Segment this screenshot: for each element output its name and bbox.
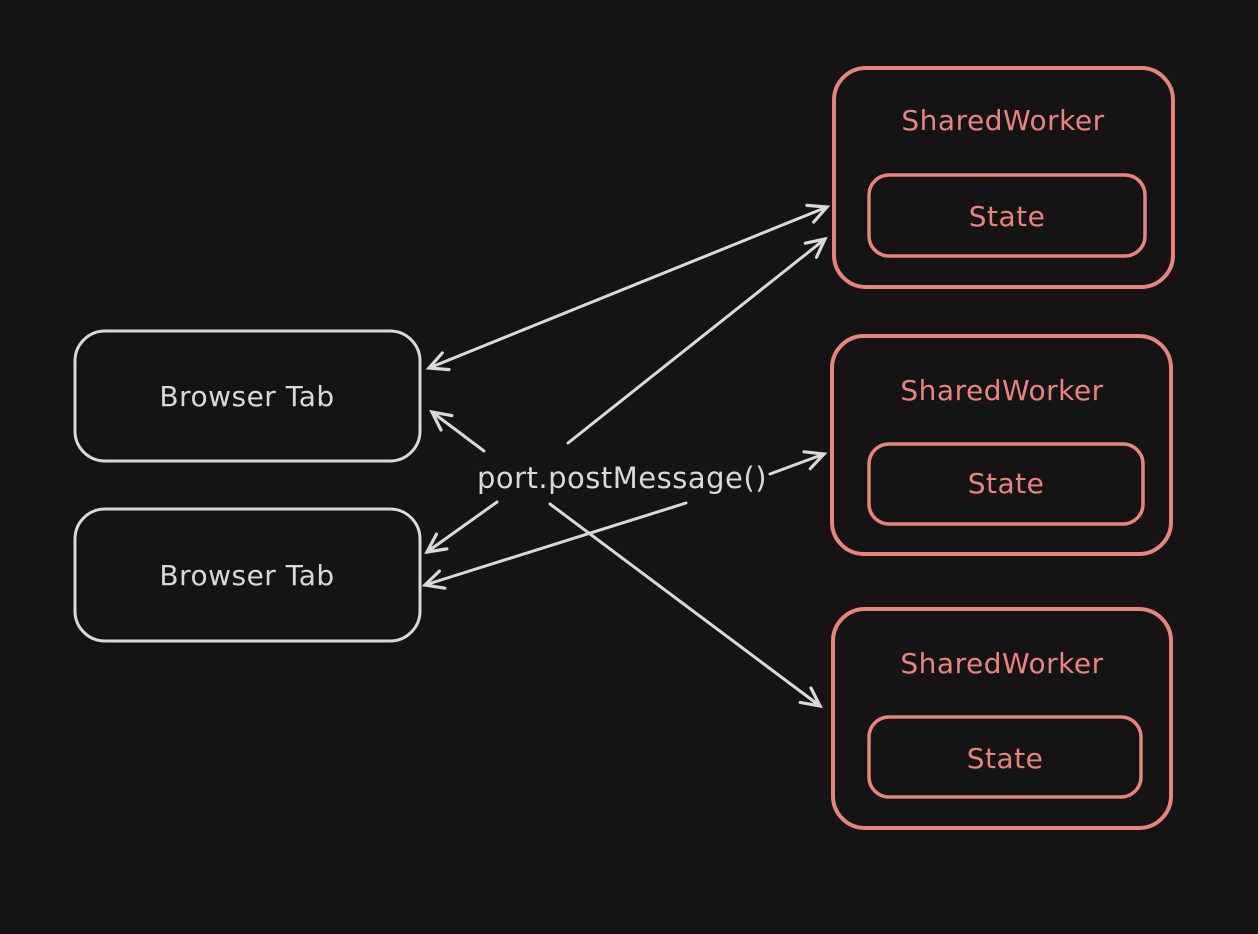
- shared-workers-layer: [830, 66, 1175, 830]
- browser-tab-1-label: Browser Tab: [159, 380, 334, 413]
- arrow-label-worker3: [548, 502, 823, 709]
- post-message-label: port.postMessage(): [477, 461, 767, 495]
- shared-worker-1-state-label: State: [969, 200, 1046, 233]
- arrows-layer: [421, 203, 831, 709]
- browser-tab-1-box: [73, 329, 422, 463]
- shared-worker-1-label: SharedWorker: [901, 104, 1104, 137]
- shared-worker-3-box: [831, 607, 1173, 830]
- shared-worker-2-label: SharedWorker: [900, 374, 1103, 407]
- browser-tabs-layer: [73, 329, 422, 643]
- shared-worker-2-box: [830, 334, 1173, 556]
- shared-worker-3-state-label: State: [967, 742, 1044, 775]
- shared-worker-1-box: [832, 66, 1175, 289]
- browser-tab-2-label: Browser Tab: [159, 559, 334, 592]
- shared-worker-1-state-box: [867, 173, 1147, 258]
- arrow-label-tab1: [429, 409, 486, 453]
- arrow-label-tab2: [424, 500, 499, 555]
- shared-worker-3-state-box: [867, 715, 1143, 799]
- shared-worker-2-state-label: State: [968, 467, 1045, 500]
- browser-tabs-labels: Browser Tab Browser Tab: [159, 380, 334, 592]
- shared-workers-labels: SharedWorker State SharedWorker State Sh…: [900, 104, 1104, 775]
- browser-tab-2-box: [73, 507, 422, 643]
- arrow-label-worker2: [768, 450, 828, 476]
- arrow-tab1-worker1: [425, 203, 831, 372]
- arrow-to-tab2-long: [421, 501, 688, 590]
- shared-worker-2-state-box: [867, 442, 1145, 526]
- arrow-label-worker1: [566, 236, 828, 445]
- shared-worker-3-label: SharedWorker: [900, 647, 1103, 680]
